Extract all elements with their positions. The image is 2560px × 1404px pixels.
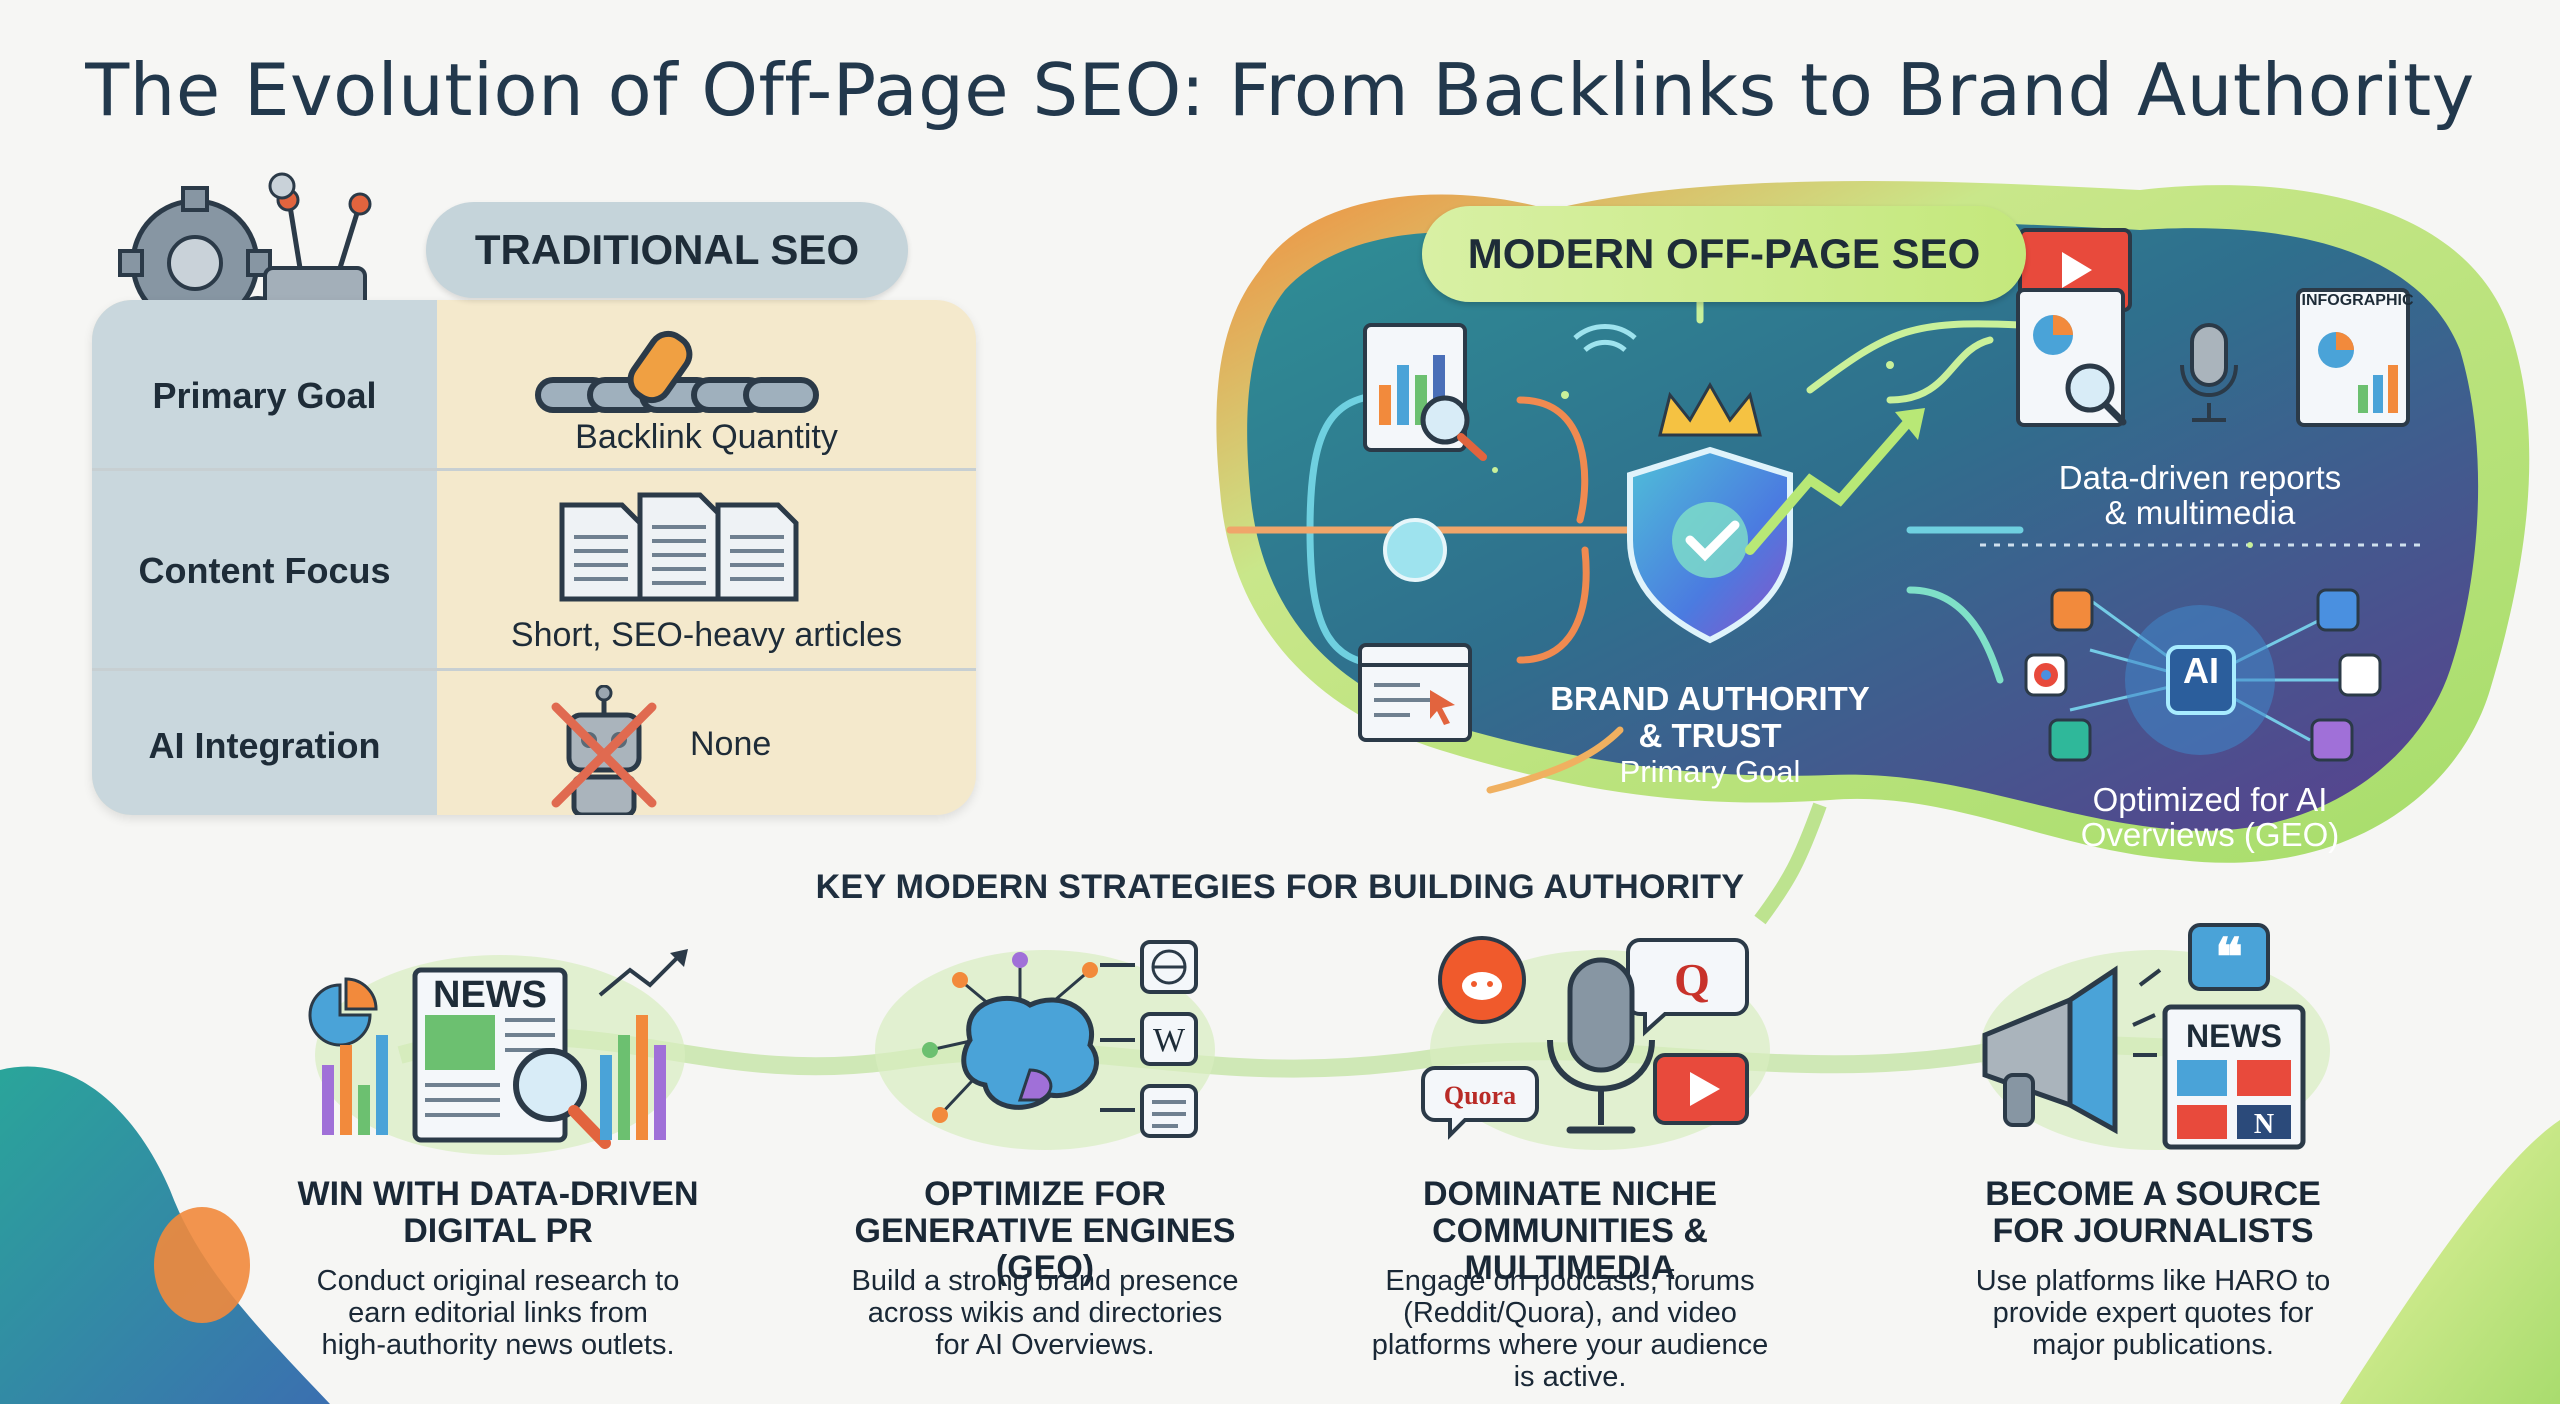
row-label-primary-goal: Primary Goal [152,375,377,416]
row-divider [92,468,976,471]
reports-multimedia-label: Data-driven reports & multimedia [2058,459,2342,531]
strategy-desc-communities: Engage on podcasts, forums (Reddit/Quora… [1371,1265,1769,1393]
ai-overviews-label: Optimized for AI Overviews (GEO) [2080,781,2340,853]
strategy-title-communities: DOMINATE NICHE COMMUNITIES & MULTIMEDIA [1422,1175,1718,1287]
n-badge: N [2254,1109,2274,1140]
wiki-badge: W [1153,1022,1186,1059]
row-label-ai-integration: AI Integration [148,725,381,766]
quora-badge: Quora [1444,1081,1516,1110]
infographic-label: INFOGRAPHIC [2301,292,2414,309]
news-badge: NEWS [433,974,547,1016]
news-badge-2: NEWS [2186,1018,2282,1054]
strategy-title-digital-pr: WIN WITH DATA-DRIVEN DIGITAL PR [297,1175,699,1250]
quora-q-badge: Q [1674,954,1710,1005]
strategies-heading: KEY MODERN STRATEGIES FOR BUILDING AUTHO… [815,868,1745,906]
strategy-desc-geo: Build a strong brand presence across wik… [851,1265,1239,1361]
community-podcast-icon: Q Quora [1421,936,1770,1150]
brain-network-icon: W [875,940,1215,1150]
modern-seo-blob [1216,181,2530,863]
row-divider [92,668,976,671]
strategy-desc-digital-pr: Conduct original research to earn editor… [316,1265,680,1361]
page-title: The Evolution of Off-Page SEO: From Back… [85,48,2475,132]
brand-authority-title: BRAND AUTHORITY & TRUST [1550,680,1870,754]
strategy-title-journalists: BECOME A SOURCE FOR JOURNALISTS [1985,1175,2321,1250]
crossed-robot-icon [551,685,657,815]
row-value-primary-goal: Backlink Quantity [575,418,838,456]
brand-authority-subtitle: Primary Goal [1619,754,1801,789]
news-data-icon: NEWS [308,949,688,1155]
strategy-title-geo: OPTIMIZE FOR GENERATIVE ENGINES (GEO) [854,1175,1236,1287]
journalist-megaphone-icon: ❝ NEWS N [1980,923,2330,1150]
traditional-seo-heading: TRADITIONAL SEO [426,202,908,298]
documents-icon [559,492,799,602]
ai-badge: AI [2183,650,2219,691]
traditional-seo-table: Primary Goal Backlink Quantity Content F… [92,300,976,815]
strategy-desc-journalists: Use platforms like HARO to provide exper… [1975,1265,2331,1361]
row-value-content-focus: Short, SEO-heavy articles [510,616,903,654]
traditional-label-column [92,300,437,815]
row-value-ai-integration: None [690,725,772,763]
modern-seo-heading: MODERN OFF-PAGE SEO [1422,206,2026,302]
chain-link-icon [535,330,819,413]
quote-marks: ❝ [2215,930,2243,987]
row-label-content-focus: Content Focus [138,550,391,591]
